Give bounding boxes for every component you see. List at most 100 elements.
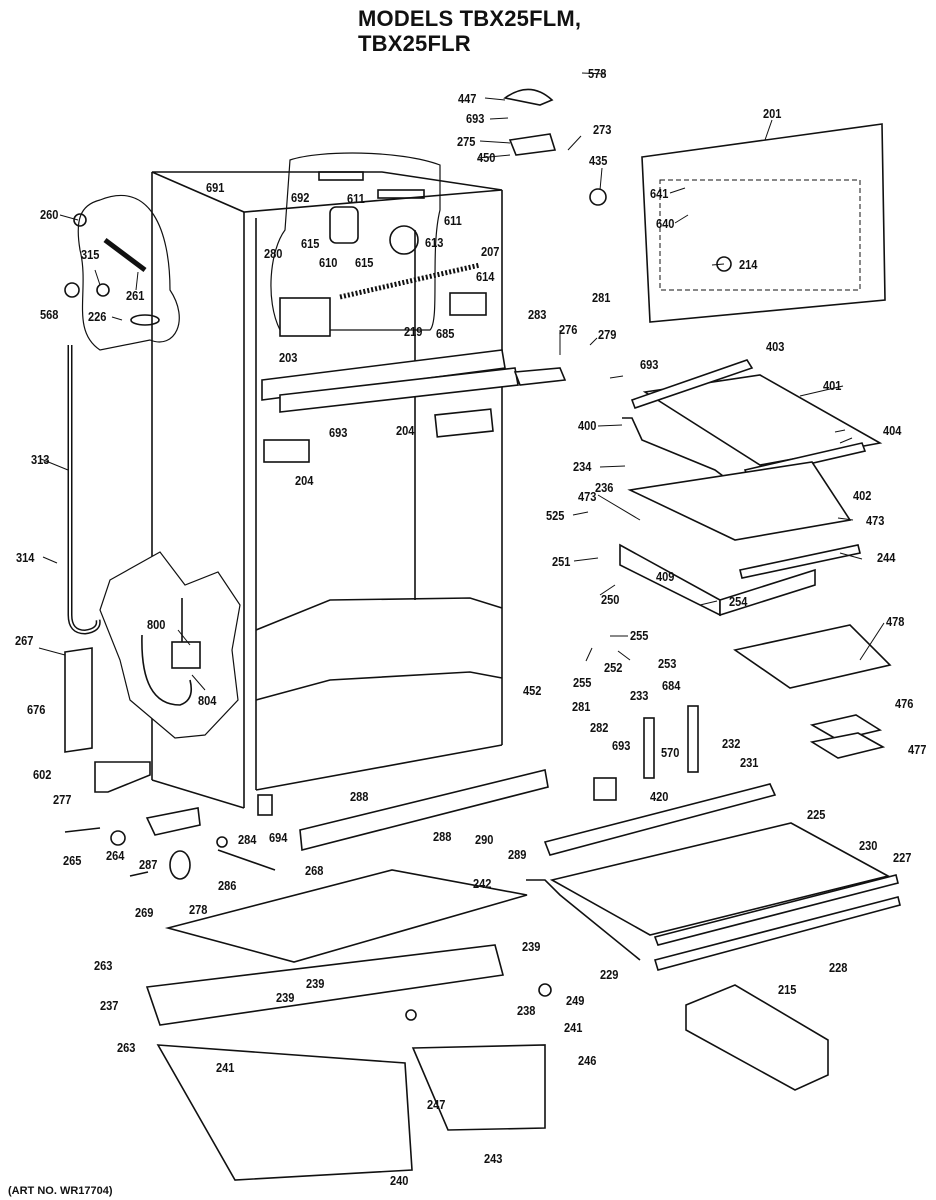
- callout-247[interactable]: 247: [427, 1097, 446, 1112]
- callout-268[interactable]: 268: [305, 863, 324, 878]
- callout-215[interactable]: 215: [778, 982, 797, 997]
- callout-226[interactable]: 226: [88, 309, 107, 324]
- callout-233[interactable]: 233: [630, 688, 649, 703]
- callout-282[interactable]: 282: [590, 720, 609, 735]
- callout-265[interactable]: 265: [63, 853, 82, 868]
- callout-800[interactable]: 800: [147, 617, 166, 632]
- callout-267[interactable]: 267: [15, 633, 34, 648]
- callout-280[interactable]: 280: [264, 246, 283, 261]
- callout-315[interactable]: 315: [81, 247, 100, 262]
- callout-246[interactable]: 246: [578, 1053, 597, 1068]
- callout-255-bottom[interactable]: 255: [573, 675, 592, 690]
- callout-260[interactable]: 260: [40, 207, 59, 222]
- callout-241-left[interactable]: 241: [216, 1060, 235, 1075]
- callout-476[interactable]: 476: [895, 696, 914, 711]
- callout-275[interactable]: 275: [457, 134, 476, 149]
- callout-694[interactable]: 694: [269, 830, 288, 845]
- callout-602[interactable]: 602: [33, 767, 52, 782]
- callout-693-hinge[interactable]: 693: [640, 357, 659, 372]
- callout-615-right[interactable]: 615: [355, 255, 374, 270]
- callout-231[interactable]: 231: [740, 755, 759, 770]
- callout-452[interactable]: 452: [523, 683, 542, 698]
- callout-239-right[interactable]: 239: [522, 939, 541, 954]
- callout-276[interactable]: 276: [559, 322, 578, 337]
- callout-237[interactable]: 237: [100, 998, 119, 1013]
- callout-693-crossbar[interactable]: 693: [329, 425, 348, 440]
- callout-685[interactable]: 685: [436, 326, 455, 341]
- callout-261[interactable]: 261: [126, 288, 145, 303]
- callout-219[interactable]: 219: [404, 324, 423, 339]
- callout-287[interactable]: 287: [139, 857, 158, 872]
- callout-201[interactable]: 201: [763, 106, 782, 121]
- callout-229[interactable]: 229: [600, 967, 619, 982]
- callout-614[interactable]: 614: [476, 269, 495, 284]
- callout-278[interactable]: 278: [189, 902, 208, 917]
- callout-611-left[interactable]: 611: [347, 191, 365, 206]
- callout-288-bottom[interactable]: 288: [433, 829, 452, 844]
- callout-240[interactable]: 240: [390, 1173, 409, 1188]
- callout-290[interactable]: 290: [475, 832, 494, 847]
- callout-253[interactable]: 253: [658, 656, 677, 671]
- callout-249[interactable]: 249: [566, 993, 585, 1008]
- callout-273[interactable]: 273: [593, 122, 612, 137]
- callout-693[interactable]: 693: [466, 111, 485, 126]
- callout-640[interactable]: 640: [656, 216, 675, 231]
- callout-568[interactable]: 568: [40, 307, 59, 322]
- callout-238[interactable]: 238: [517, 1003, 536, 1018]
- callout-284[interactable]: 284: [238, 832, 257, 847]
- callout-473-right[interactable]: 473: [866, 513, 885, 528]
- callout-692[interactable]: 692: [291, 190, 310, 205]
- callout-241-right[interactable]: 241: [564, 1020, 583, 1035]
- callout-263-top[interactable]: 263: [94, 958, 113, 973]
- callout-204-right[interactable]: 204: [396, 423, 415, 438]
- callout-283[interactable]: 283: [528, 307, 547, 322]
- callout-263-bottom[interactable]: 263: [117, 1040, 136, 1055]
- callout-203[interactable]: 203: [279, 350, 298, 365]
- callout-225[interactable]: 225: [807, 807, 826, 822]
- callout-214[interactable]: 214: [739, 257, 758, 272]
- callout-615-left[interactable]: 615: [301, 236, 320, 251]
- callout-207[interactable]: 207: [481, 244, 500, 259]
- callout-473-left[interactable]: 473: [578, 489, 597, 504]
- callout-252[interactable]: 252: [604, 660, 623, 675]
- callout-401[interactable]: 401: [823, 378, 842, 393]
- callout-400[interactable]: 400: [578, 418, 597, 433]
- callout-404[interactable]: 404: [883, 423, 902, 438]
- callout-420[interactable]: 420: [650, 789, 669, 804]
- callout-570[interactable]: 570: [661, 745, 680, 760]
- callout-279[interactable]: 279: [598, 327, 617, 342]
- callout-286[interactable]: 286: [218, 878, 237, 893]
- callout-234[interactable]: 234: [573, 459, 592, 474]
- callout-289[interactable]: 289: [508, 847, 527, 862]
- callout-281-bottom[interactable]: 281: [572, 699, 591, 714]
- callout-264[interactable]: 264: [106, 848, 125, 863]
- callout-693-bottom[interactable]: 693: [612, 738, 631, 753]
- callout-613[interactable]: 613: [425, 235, 444, 250]
- callout-230[interactable]: 230: [859, 838, 878, 853]
- callout-242[interactable]: 242: [473, 876, 492, 891]
- callout-236[interactable]: 236: [595, 480, 614, 495]
- callout-251[interactable]: 251: [552, 554, 571, 569]
- callout-254[interactable]: 254: [729, 594, 748, 609]
- callout-525[interactable]: 525: [546, 508, 565, 523]
- callout-277[interactable]: 277: [53, 792, 72, 807]
- callout-402[interactable]: 402: [853, 488, 872, 503]
- callout-676[interactable]: 676: [27, 702, 46, 717]
- callout-578[interactable]: 578: [588, 66, 607, 81]
- callout-288-top[interactable]: 288: [350, 789, 369, 804]
- callout-250[interactable]: 250: [601, 592, 620, 607]
- callout-435[interactable]: 435: [589, 153, 608, 168]
- callout-610[interactable]: 610: [319, 255, 338, 270]
- callout-684[interactable]: 684: [662, 678, 681, 693]
- callout-281-top[interactable]: 281: [592, 290, 611, 305]
- callout-804[interactable]: 804: [198, 693, 217, 708]
- callout-691[interactable]: 691: [206, 180, 225, 195]
- callout-239-left[interactable]: 239: [276, 990, 295, 1005]
- callout-255-top[interactable]: 255: [630, 628, 649, 643]
- callout-477[interactable]: 477: [908, 742, 927, 757]
- callout-450[interactable]: 450: [477, 150, 496, 165]
- callout-314[interactable]: 314: [16, 550, 35, 565]
- callout-447[interactable]: 447: [458, 91, 477, 106]
- callout-269[interactable]: 269: [135, 905, 154, 920]
- callout-228[interactable]: 228: [829, 960, 848, 975]
